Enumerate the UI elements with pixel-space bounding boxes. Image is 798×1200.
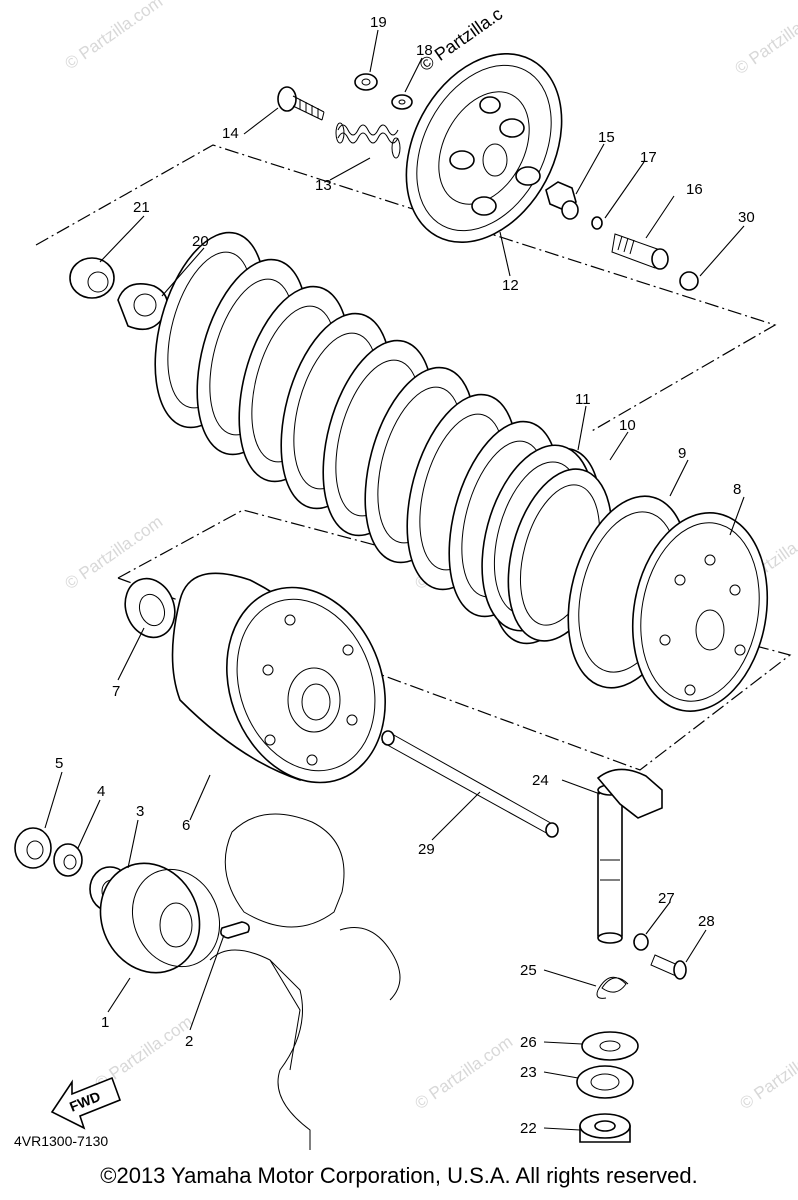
primary-lock-washer [53,843,83,877]
part-number-2: 2 [185,1033,193,1050]
part-number-8: 8 [733,481,741,498]
part-number-labels: 1 2 3 4 5 6 7 8 9 10 11 12 13 14 15 16 1… [55,14,755,1137]
part-number-25: 25 [520,962,537,979]
torsion-spring [596,976,629,999]
part-number-13: 13 [315,177,332,194]
pressure-plate [405,52,563,244]
push-nut [545,181,579,220]
plate-washer-small [581,1031,639,1061]
thrust-washer [124,577,176,639]
part-number-6: 6 [182,817,190,834]
push-lever-shaft [381,730,559,838]
part-number-17: 17 [640,149,657,166]
screw [650,954,687,980]
nut [354,73,378,91]
part-number-16: 16 [686,181,703,198]
watermark: © Partzilla.com [731,0,798,78]
frame-lower [117,509,792,771]
diagram-code: 4VR1300-7130 [14,1133,108,1149]
part-number-18: 18 [416,42,433,59]
group-frames [35,144,792,771]
part-number-30: 30 [738,209,755,226]
crankshaft-outline [209,813,401,1150]
part-number-15: 15 [598,129,615,146]
part-number-10: 10 [619,417,636,434]
part-number-20: 20 [192,233,209,250]
part-number-29: 29 [418,841,435,858]
o-ring [591,216,603,230]
part-number-7: 7 [112,683,120,700]
clutch-housing [171,572,386,784]
part-number-21: 21 [133,199,150,216]
part-number-24: 24 [532,772,549,789]
clutch-boss [631,512,769,712]
watermark: © Partzilla.com [411,1032,516,1113]
push-lever-axle [596,768,663,944]
part-number-1: 1 [101,1014,109,1031]
part-number-5: 5 [55,755,63,772]
part-number-19: 19 [370,14,387,31]
frame-upper [35,144,777,433]
leader-lines [44,29,745,1131]
lock-nut [69,257,115,299]
clutch-spring [335,122,401,159]
part-number-11: 11 [575,391,591,408]
part-number-3: 3 [136,803,144,820]
fwd-arrow: FWD [50,1076,122,1130]
primary-gear-nut [14,827,52,869]
part-number-27: 27 [658,890,675,907]
screw-washer [633,933,649,951]
part-number-22: 22 [520,1120,537,1137]
part-number-9: 9 [678,445,686,462]
washer [391,94,413,110]
part-number-14: 14 [222,125,239,142]
watermark: © Partzilla.com [61,0,166,73]
part-number-12: 12 [502,277,519,294]
part-number-23: 23 [520,1064,537,1081]
part-number-4: 4 [97,783,105,800]
push-rod [611,233,669,270]
bearing [579,1113,631,1143]
bolt [277,86,325,121]
copyright-notice: ©2013 Yamaha Motor Corporation, U.S.A. A… [100,1163,698,1188]
watermark: © Partzilla.com [736,1032,798,1113]
part-number-28: 28 [698,913,715,930]
ball [679,271,699,291]
straight-key [220,921,250,939]
primary-drive-gear [99,862,221,974]
oil-seal [576,1065,634,1099]
part-number-26: 26 [520,1034,537,1051]
